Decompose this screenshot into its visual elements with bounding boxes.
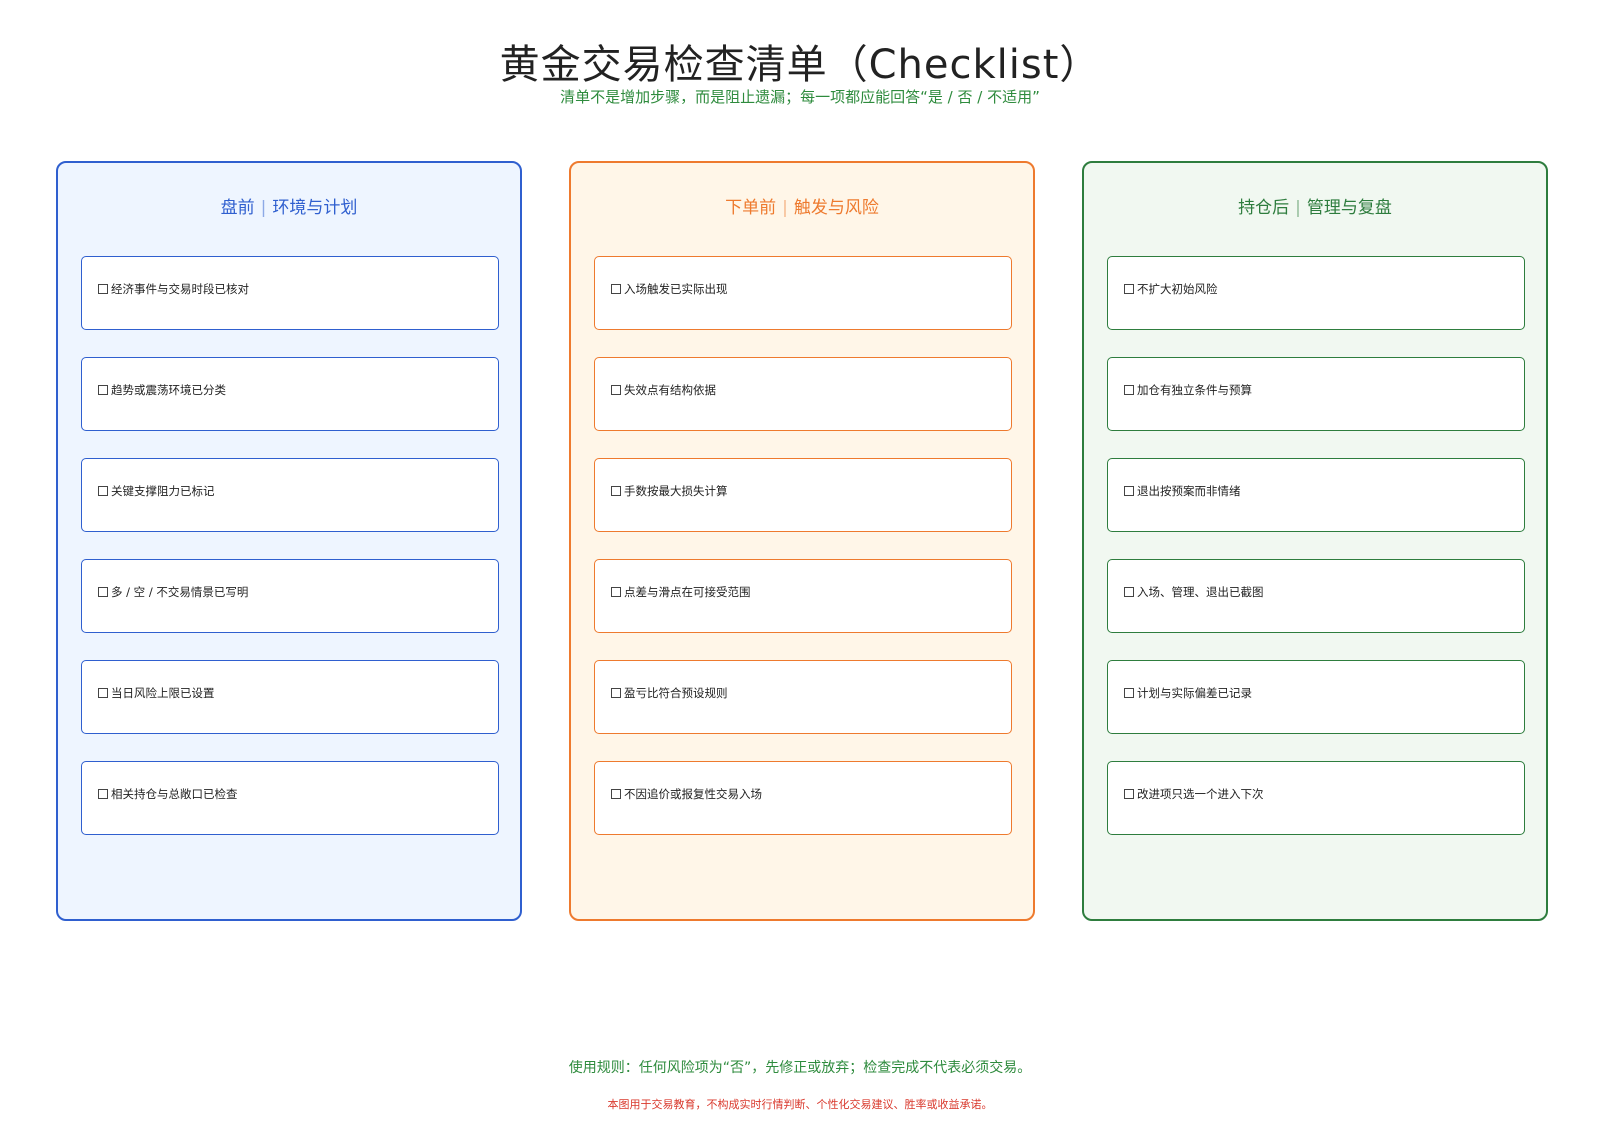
checklist-item-label: 入场触发已实际出现 [624, 282, 728, 296]
checklist-item-label: 不扩大初始风险 [1137, 282, 1218, 296]
column-heading-sub: 触发与风险 [793, 198, 879, 218]
checklist-item[interactable]: 入场、管理、退出已截图 [1107, 559, 1525, 633]
checklist-item-label: 当日风险上限已设置 [111, 686, 215, 700]
column-heading-main: 盘前 [220, 198, 255, 218]
checklist-item-label: 加仓有独立条件与预算 [1137, 383, 1252, 397]
checkbox-icon[interactable] [98, 789, 108, 799]
checkbox-icon[interactable] [1124, 789, 1134, 799]
checklist-item[interactable]: 点差与滑点在可接受范围 [594, 559, 1012, 633]
checklist-item-label: 多 / 空 / 不交易情景已写明 [111, 585, 249, 599]
column-heading-sub: 环境与计划 [272, 198, 358, 218]
column-heading: 下单前|触发与风险 [571, 193, 1033, 218]
checkbox-icon[interactable] [611, 789, 621, 799]
checklist-item[interactable]: 入场触发已实际出现 [594, 256, 1012, 330]
checklist-item[interactable]: 失效点有结构依据 [594, 357, 1012, 431]
checklist-item[interactable]: 相关持仓与总敞口已检查 [81, 761, 499, 835]
checkbox-icon[interactable] [1124, 486, 1134, 496]
checklist-item[interactable]: 计划与实际偏差已记录 [1107, 660, 1525, 734]
checklist-item[interactable]: 手数按最大损失计算 [594, 458, 1012, 532]
checkbox-icon[interactable] [611, 688, 621, 698]
checklist-item-label: 盈亏比符合预设规则 [624, 686, 728, 700]
checklist-item-label: 退出按预案而非情绪 [1137, 484, 1241, 498]
page-subtitle: 清单不是增加步骤，而是阻止遗漏；每一项都应能回答“是 / 否 / 不适用” [560, 88, 1040, 106]
checklist-item-label: 相关持仓与总敞口已检查 [111, 787, 238, 801]
checkbox-icon[interactable] [98, 587, 108, 597]
checkbox-icon[interactable] [611, 385, 621, 395]
checklist-item-label: 失效点有结构依据 [624, 383, 716, 397]
heading-separator: | [260, 198, 267, 218]
heading-separator: | [782, 198, 788, 218]
checkbox-icon[interactable] [98, 688, 108, 698]
disclaimer: 本图用于交易教育，不构成实时行情判断、个性化交易建议、胜率或收益承诺。 [607, 1098, 993, 1111]
column-heading-sub: 管理与复盘 [1306, 198, 1392, 218]
checkbox-icon[interactable] [611, 284, 621, 294]
checklist-item-label: 改进项只选一个进入下次 [1137, 787, 1264, 801]
checklist-item-label: 经济事件与交易时段已核对 [111, 282, 249, 296]
column-pre-order: 下单前|触发与风险 入场触发已实际出现 失效点有结构依据 手数按最大损失计算 点… [569, 161, 1035, 921]
column-heading: 盘前|环境与计划 [58, 193, 520, 218]
checkbox-icon[interactable] [1124, 587, 1134, 597]
checklist-item[interactable]: 趋势或震荡环境已分类 [81, 357, 499, 431]
checklist-item-label: 不因追价或报复性交易入场 [624, 787, 762, 801]
checklist-item-label: 手数按最大损失计算 [624, 484, 728, 498]
checklist-item[interactable]: 多 / 空 / 不交易情景已写明 [81, 559, 499, 633]
checkbox-icon[interactable] [98, 486, 108, 496]
column-post-position: 持仓后|管理与复盘 不扩大初始风险 加仓有独立条件与预算 退出按预案而非情绪 入… [1082, 161, 1548, 921]
column-heading: 持仓后|管理与复盘 [1084, 193, 1546, 218]
checklist-item[interactable]: 关键支撑阻力已标记 [81, 458, 499, 532]
checklist-item[interactable]: 改进项只选一个进入下次 [1107, 761, 1525, 835]
checklist-item-label: 关键支撑阻力已标记 [111, 484, 215, 498]
checklist-item[interactable]: 不扩大初始风险 [1107, 256, 1525, 330]
column-pre-market: 盘前|环境与计划 经济事件与交易时段已核对 趋势或震荡环境已分类 关键支撑阻力已… [56, 161, 522, 921]
heading-separator: | [1295, 198, 1301, 218]
checklist-item-label: 入场、管理、退出已截图 [1137, 585, 1264, 599]
checkbox-icon[interactable] [1124, 284, 1134, 294]
checkbox-icon[interactable] [98, 385, 108, 395]
checkbox-icon[interactable] [98, 284, 108, 294]
checklist-items: 入场触发已实际出现 失效点有结构依据 手数按最大损失计算 点差与滑点在可接受范围… [594, 256, 1012, 862]
checklist-item-label: 点差与滑点在可接受范围 [624, 585, 751, 599]
checklist-item-label: 计划与实际偏差已记录 [1137, 686, 1252, 700]
checklist-items: 经济事件与交易时段已核对 趋势或震荡环境已分类 关键支撑阻力已标记 多 / 空 … [81, 256, 499, 862]
checklist-item[interactable]: 退出按预案而非情绪 [1107, 458, 1525, 532]
checklist-item[interactable]: 加仓有独立条件与预算 [1107, 357, 1525, 431]
checklist-item[interactable]: 当日风险上限已设置 [81, 660, 499, 734]
checklist-item[interactable]: 盈亏比符合预设规则 [594, 660, 1012, 734]
column-heading-main: 持仓后 [1238, 198, 1290, 218]
checklist-items: 不扩大初始风险 加仓有独立条件与预算 退出按预案而非情绪 入场、管理、退出已截图… [1107, 256, 1525, 862]
column-heading-main: 下单前 [725, 198, 777, 218]
checklist-item[interactable]: 经济事件与交易时段已核对 [81, 256, 499, 330]
page-title: 黄金交易检查清单（Checklist） [499, 42, 1101, 88]
checkbox-icon[interactable] [611, 587, 621, 597]
checkbox-icon[interactable] [1124, 688, 1134, 698]
checklist-item-label: 趋势或震荡环境已分类 [111, 383, 226, 397]
usage-rule: 使用规则：任何风险项为“否”，先修正或放弃；检查完成不代表必须交易。 [568, 1060, 1032, 1076]
checklist-item[interactable]: 不因追价或报复性交易入场 [594, 761, 1012, 835]
checkbox-icon[interactable] [611, 486, 621, 496]
checkbox-icon[interactable] [1124, 385, 1134, 395]
